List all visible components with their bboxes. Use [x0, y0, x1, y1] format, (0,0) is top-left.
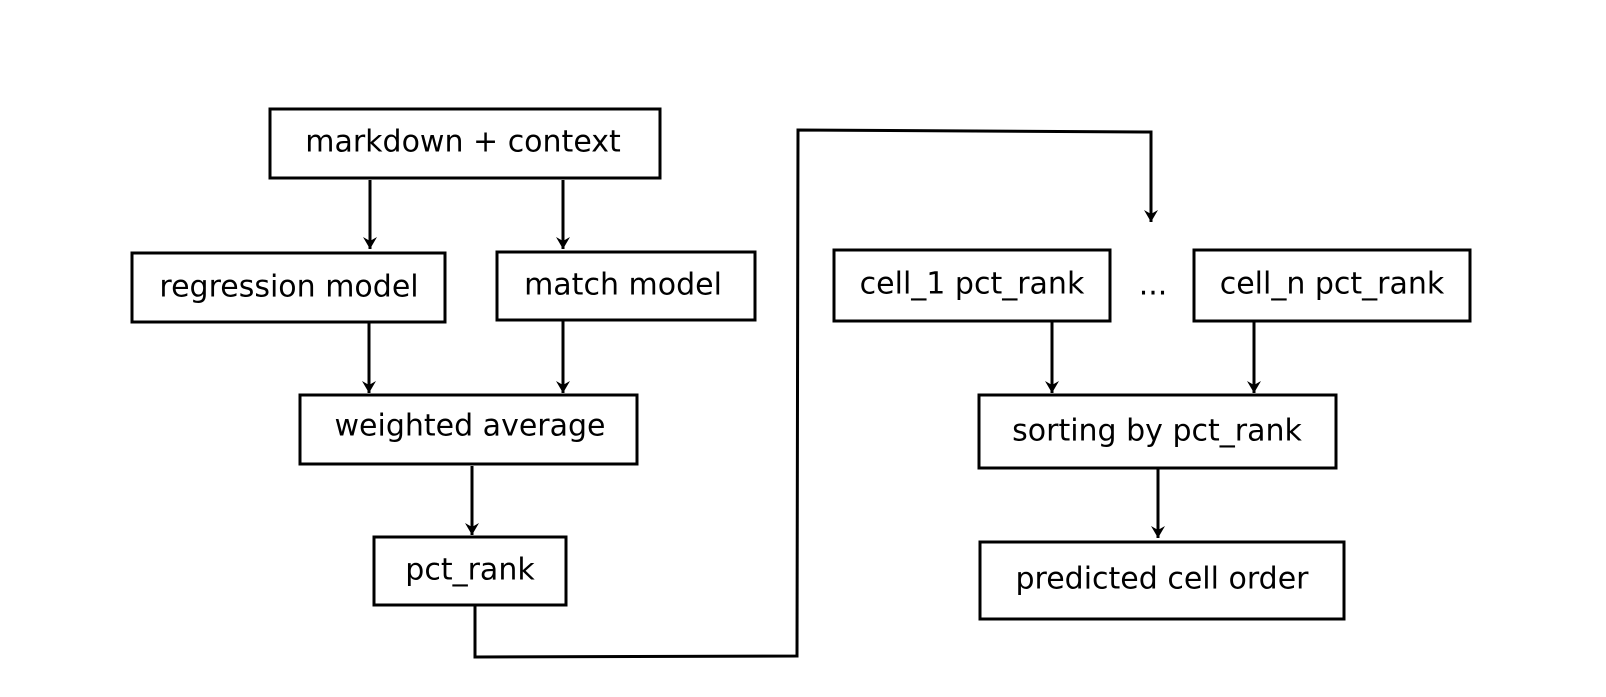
edge-pct-rank-to-cells [473, 128, 1158, 659]
node-match-model: match model [495, 250, 757, 322]
node-cell-n-pct-rank: cell_n pct_rank [1192, 248, 1472, 323]
node-predicted-cell-order: predicted cell order [978, 540, 1346, 621]
node-sorting: sorting by pct_rank [977, 393, 1338, 470]
node-ellipsis: ... [1139, 268, 1168, 303]
edges [362, 128, 1261, 659]
node-cell-1-pct-rank-label: cell_1 pct_rank [860, 267, 1085, 302]
node-regression-model: regression model [130, 251, 447, 324]
node-match-model-label: match model [524, 268, 722, 303]
node-weighted-average-label: weighted average [335, 409, 606, 444]
node-sorting-label: sorting by pct_rank [1012, 414, 1302, 449]
node-weighted-average: weighted average [298, 393, 639, 466]
node-input-label: markdown + context [305, 125, 621, 160]
node-regression-model-label: regression model [159, 270, 418, 305]
node-predicted-cell-order-label: predicted cell order [1016, 562, 1310, 597]
node-input: markdown + context [268, 107, 662, 180]
node-pct-rank-label: pct_rank [405, 553, 535, 588]
node-pct-rank: pct_rank [372, 535, 568, 607]
node-cell-1-pct-rank: cell_1 pct_rank [832, 248, 1112, 323]
node-cell-n-pct-rank-label: cell_n pct_rank [1220, 267, 1445, 302]
